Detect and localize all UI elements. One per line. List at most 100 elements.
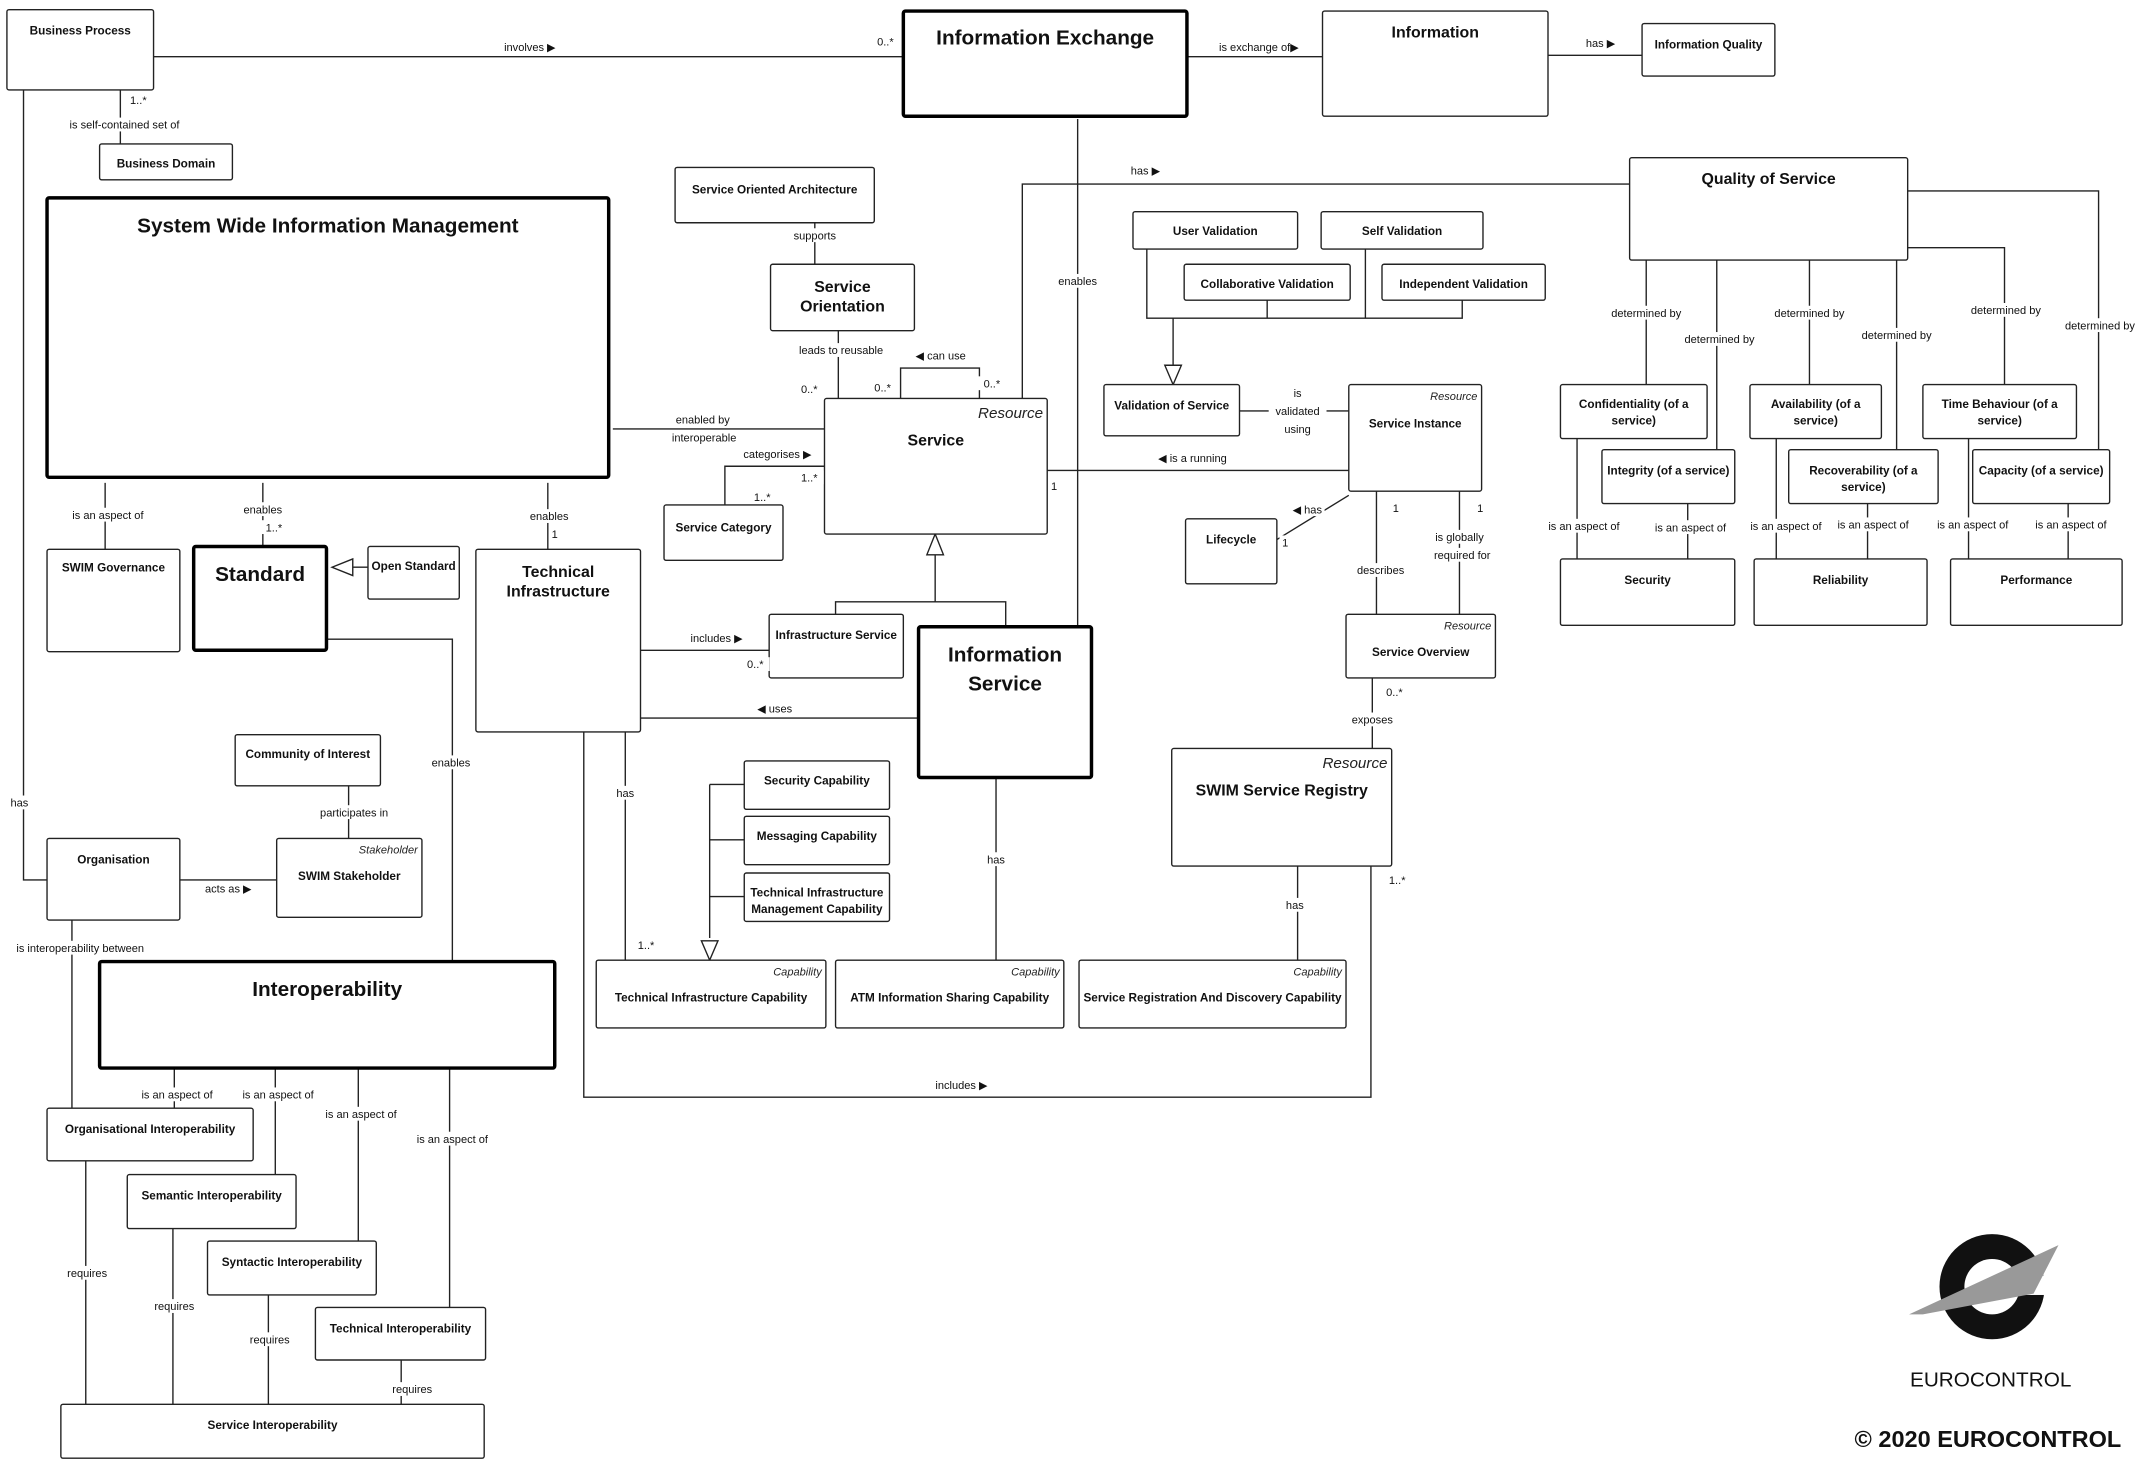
association-line [326,638,454,962]
box-border [1922,383,2078,440]
class-box-scat[interactable]: Service Category [663,504,784,562]
label-background [1826,517,1920,532]
connector-label: determined by [1862,330,1932,342]
class-box-qos[interactable]: Quality of Service [1628,157,1909,261]
label-background [613,785,637,800]
class-box-infs[interactable]: Infrastructure Service [768,613,905,679]
class-box-vos[interactable]: Validation of Service [1103,383,1241,437]
label-background [1768,305,1850,320]
connector-label: is an aspect of [141,1090,213,1102]
class-box-msgcap[interactable]: Messaging Capability [743,815,891,866]
box-border [1559,558,1736,627]
box-label: Integrity (of a service) [1607,465,1729,478]
label-background [61,507,155,522]
class-box-svi[interactable]: Service Interoperability [60,1403,485,1459]
label-background [1739,518,1833,533]
class-box-srd[interactable]: Service Registration And Discovery Capab… [1078,959,1347,1029]
class-box-cap[interactable]: Capacity (of a service) [1972,448,2111,505]
box-border [674,166,875,224]
class-box-iq[interactable]: Information Quality [1641,22,1776,77]
class-box-coi[interactable]: Community of Interest [234,733,382,787]
association-line [899,367,981,399]
class-box-gov[interactable]: SWIM Governance [46,548,181,653]
box-label: Orientation [800,298,885,315]
class-box-bp[interactable]: Business Process [6,8,155,91]
connector-label: has ▶ [1586,38,1616,50]
connector-label: acts as ▶ [205,883,252,895]
box-label: Collaborative Validation [1201,278,1334,291]
class-box-tic[interactable]: Technical Infrastructure CapabilityCapab… [595,959,827,1029]
class-box-interop[interactable]: Interoperability [97,959,557,1070]
label-background [929,1077,994,1092]
class-box-sv[interactable]: Self Validation [1320,210,1484,250]
label-background [1390,500,1402,515]
box-label: Service Category [676,521,772,534]
connector-label: 1..* [754,492,771,504]
label-background [386,1382,439,1396]
box-border [1381,263,1546,301]
class-box-sec[interactable]: Security [1559,558,1736,627]
association-line [1907,190,2100,450]
box-label: Confidentiality (of a [1579,398,1689,411]
class-box-integ[interactable]: Integrity (of a service) [1601,448,1736,505]
box-border [1753,558,1928,627]
box-label: service) [1977,415,2022,428]
class-box-perf[interactable]: Performance [1949,558,2123,627]
class-box-ie[interactable]: Information Exchange [901,9,1189,118]
box-border [1132,210,1299,250]
box-label: Service [908,432,965,449]
class-box-std[interactable]: Standard [191,544,329,652]
connector-label: 0..* [747,659,764,671]
class-box-semi[interactable]: Semantic Interoperability [126,1173,297,1230]
connector-label: has [987,854,1005,866]
class-box-oi[interactable]: Organisational Interoperability [46,1107,254,1162]
connector-label: is exchange of▶ [1219,42,1299,54]
box-border [1559,383,1708,440]
box-label: Infrastructure Service [776,629,898,642]
box-border [367,545,460,600]
label-background [1279,535,1291,550]
class-box-soa[interactable]: Service Oriented Architecture [674,166,875,224]
class-box-bd[interactable]: Business Domain [98,143,234,181]
connector-label: is an aspect of [242,1090,314,1102]
connector-label: 1 [1393,503,1399,515]
class-box-seccap[interactable]: Security Capability [743,760,891,811]
class-box-iv[interactable]: Independent Validation [1381,263,1546,301]
class-box-ostd[interactable]: Open Standard [367,545,460,600]
label-background [1268,403,1327,418]
class-box-info[interactable]: Information [1321,10,1549,117]
class-box-tei[interactable]: Technical Interoperability [314,1306,487,1361]
class-box-syni[interactable]: Syntactic Interoperability [206,1240,377,1296]
box-label: Availability (of a [1771,398,1861,411]
connector-label: is an aspect of [1837,520,1909,532]
class-box-atm[interactable]: ATM Information Sharing CapabilityCapabi… [834,959,1065,1029]
label-background [1280,421,1315,436]
box-border [1348,383,1483,492]
class-box-swim[interactable]: System Wide Information Management [45,196,611,480]
generalization-arrow-icon [700,940,720,962]
class-box-rel[interactable]: Reliability [1753,558,1928,627]
label-background [736,446,818,461]
class-box-org[interactable]: Organisation [46,837,181,921]
connector-label: determined by [1971,305,2041,317]
connector-label: validated [1275,406,1319,418]
class-box-lc[interactable]: Lifecycle [1184,518,1278,585]
label-background [526,509,573,523]
class-box-uv[interactable]: User Validation [1132,210,1299,250]
class-box-cv[interactable]: Collaborative Validation [1183,263,1351,301]
label-background [0,940,162,955]
